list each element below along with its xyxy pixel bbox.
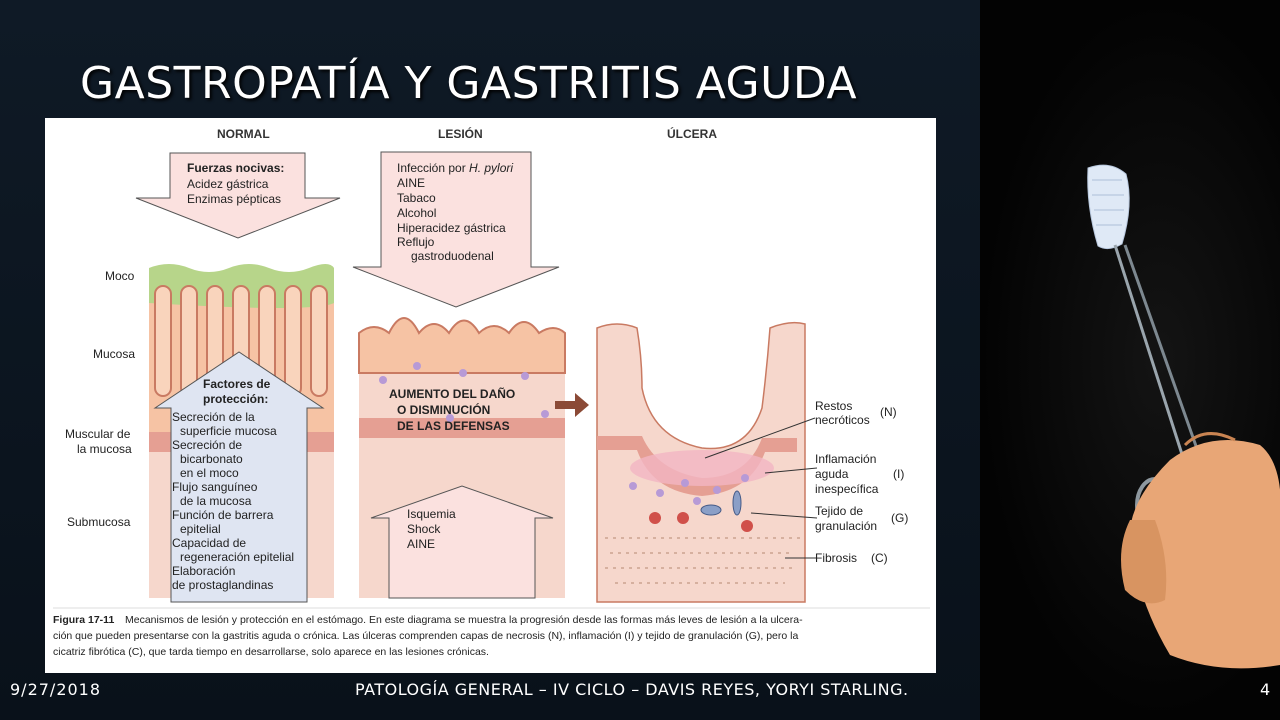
header-normal: NORMAL	[217, 127, 270, 141]
protection-item-9: epitelial	[180, 522, 221, 536]
lesion-cause-hpylori: Infección por H. pylori	[397, 161, 513, 175]
protection-arrow	[153, 351, 325, 603]
layer-label-mucosa: Mucosa	[93, 347, 135, 361]
layer-label-muscular-1: Muscular de	[65, 427, 131, 441]
header-lesion: LESIÓN	[438, 126, 483, 141]
layer-label-submucosa: Submucosa	[67, 515, 131, 529]
ischemia-item-3: AINE	[407, 537, 435, 551]
ulcer-g-label-1: Tejido de	[815, 504, 863, 518]
damage-line-1: AUMENTO DEL DAÑO	[389, 386, 515, 401]
layer-label-muscular-2: la mucosa	[77, 442, 132, 456]
damage-line-3: DE LAS DEFENSAS	[397, 419, 510, 433]
protection-item-13: de prostaglandinas	[172, 578, 273, 592]
ulcer-n-label-1: Restos	[815, 399, 852, 413]
ulcer-g-code: (G)	[891, 511, 908, 525]
protection-title-1: Factores de	[203, 377, 271, 391]
ulcer-i-code: (I)	[893, 467, 904, 481]
lesion-cause-4: Hiperacidez gástrica	[397, 221, 506, 235]
ulcer-i-label-1: Inflamación	[815, 452, 876, 466]
protection-item-11: regeneración epitelial	[180, 550, 294, 564]
noxious-title: Fuerzas nocivas:	[187, 161, 284, 175]
ulcer-leader-lines	[704, 417, 818, 559]
lesion-cause-2: Tabaco	[397, 191, 436, 205]
ulcer-g-label-2: granulación	[815, 519, 877, 533]
noxious-arrow	[135, 152, 341, 239]
lesion-cause-arrow	[352, 151, 560, 308]
ulcer-c-code: (C)	[871, 551, 888, 565]
noxious-item-2: Enzimas pépticas	[187, 192, 281, 206]
stomach-diagram: NORMAL LESIÓN ÚLCERA Moco Mucosa Muscula…	[53, 126, 930, 658]
ulcer-c-label: Fibrosis	[815, 551, 857, 565]
noxious-item-1: Acidez gástrica	[187, 177, 269, 191]
lesion-cause-6: gastroduodenal	[411, 249, 494, 263]
caption-line-3: cicatriz fibrótica (C), que tarda tiempo…	[53, 646, 489, 658]
ulcer-n-code: (N)	[880, 405, 897, 419]
protection-item-6: Flujo sanguíneo	[172, 480, 258, 494]
protection-item-5: en el moco	[180, 466, 239, 480]
ulcer-i-label-3: inespecífica	[815, 482, 879, 496]
ischemia-item-2: Shock	[407, 522, 441, 536]
forceps-shaft-b	[1123, 244, 1210, 481]
protection-item-12: Elaboración	[172, 564, 235, 578]
lesion-cause-1: AINE	[397, 176, 425, 190]
surgical-clamp-photo	[980, 0, 1280, 720]
slide-title: GASTROPATÍA Y GASTRITIS AGUDA	[80, 58, 858, 109]
ischemia-item-1: Isquemia	[407, 507, 456, 521]
lesion-cause-3: Alcohol	[397, 206, 436, 220]
progression-arrow-icon	[555, 393, 589, 417]
caption-label: Figura 17-11	[53, 614, 114, 626]
caption-line-1: Mecanismos de lesión y protección en el …	[125, 614, 803, 626]
ulcer-i-label-2: aguda	[815, 467, 849, 481]
protection-item-10: Capacidad de	[172, 536, 246, 550]
figure-panel: NORMAL LESIÓN ÚLCERA Moco Mucosa Muscula…	[45, 118, 936, 673]
clamp-image	[1087, 164, 1280, 669]
protection-item-7: de la mucosa	[180, 494, 252, 508]
ulcer-tissue	[596, 321, 806, 603]
ischemia-arrow	[370, 485, 554, 599]
ulcer-n-label-2: necróticos	[815, 413, 870, 427]
protection-item-1: Secreción de la	[172, 410, 255, 424]
gloved-hand-icon	[1121, 432, 1280, 669]
protection-item-4: bicarbonato	[180, 452, 243, 466]
damage-line-2: O DISMINUCIÓN	[397, 402, 490, 417]
footer-course: PATOLOGÍA GENERAL – IV CICLO – DAVIS REY…	[355, 680, 909, 699]
caption-line-2: ción que pueden presentarse con la gastr…	[53, 630, 798, 642]
footer-date: 9/27/2018	[10, 680, 102, 699]
lesion-cause-5: Reflujo	[397, 235, 435, 249]
protection-title-2: protección:	[203, 392, 268, 406]
layer-label-moco: Moco	[105, 269, 135, 283]
gauze-icon	[1087, 164, 1130, 250]
protection-item-2: superficie mucosa	[180, 424, 277, 438]
protection-item-8: Función de barrera	[172, 508, 274, 522]
protection-item-3: Secreción de	[172, 438, 242, 452]
header-ulcer: ÚLCERA	[667, 126, 717, 141]
page-number: 4	[1260, 680, 1271, 699]
